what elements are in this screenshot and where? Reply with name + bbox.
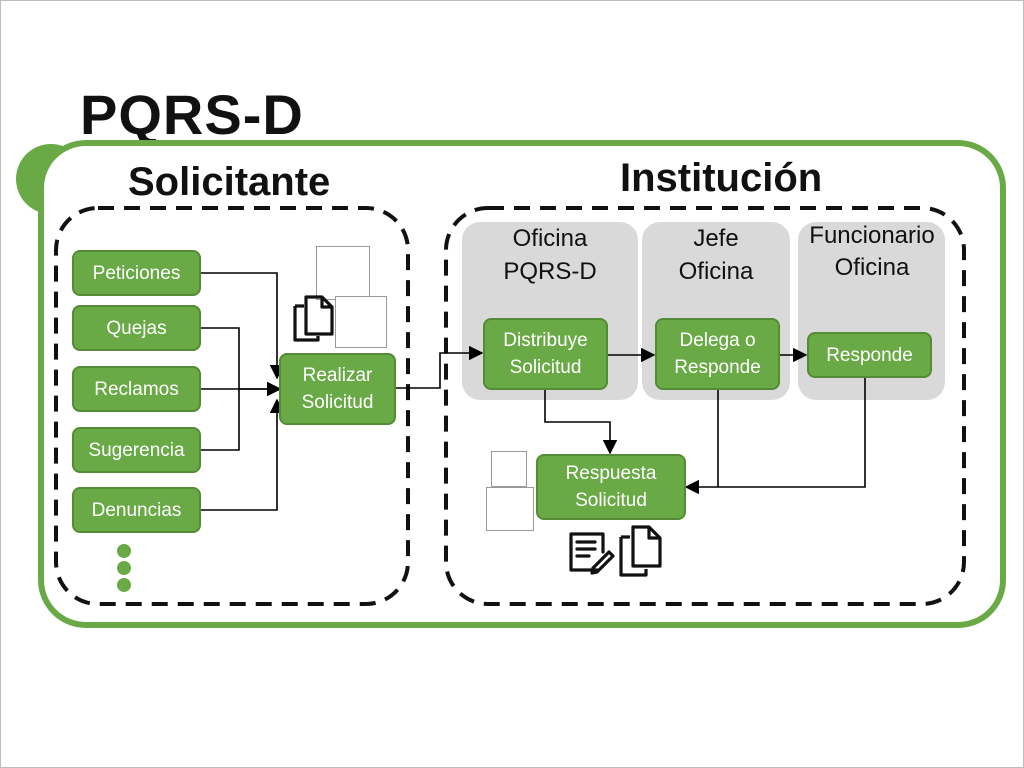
connector-peticiones: [200, 272, 285, 380]
node-quejas: Quejas: [72, 305, 201, 351]
node-denuncias: Denuncias: [72, 487, 201, 533]
connector-quejas: [200, 327, 282, 397]
solicitante-group-border: [54, 206, 410, 606]
connector-distribuye-respuesta: [544, 390, 618, 455]
column-heading-jefe-line2: Oficina: [678, 258, 754, 285]
node-delega-line2: Responde: [674, 357, 761, 378]
document-thumbnail: [486, 487, 534, 531]
column-heading-jefe: Jefe Oficina: [642, 222, 790, 288]
connector-denuncias: [200, 398, 285, 511]
node-delega-responde: Delega o Responde: [655, 318, 780, 390]
connector-responde-respuesta: [684, 378, 866, 495]
node-delega-line1: Delega o: [679, 330, 756, 351]
more-types-dot-3: [117, 578, 131, 592]
column-heading-oficina-line2: PQRS-D: [503, 258, 597, 285]
document-thumbnail: [491, 451, 527, 487]
solicitante-title: Solicitante: [128, 160, 331, 204]
node-respuesta-line2: Solicitud: [575, 490, 647, 511]
document-thumbnail: [335, 296, 387, 348]
documents-icon: [292, 294, 336, 342]
node-distribuye-solicitud: Distribuye Solicitud: [483, 318, 608, 390]
connector-realizar-distribuye: [395, 345, 484, 389]
column-heading-jefe-line1: Jefe: [693, 225, 739, 252]
column-heading-funcionario-line2: Oficina: [834, 254, 910, 281]
node-peticiones: Peticiones: [72, 250, 201, 296]
node-respuesta-line1: Respuesta: [565, 463, 657, 484]
node-distribuye-line2: Solicitud: [509, 357, 582, 378]
document-thumbnail: [316, 246, 370, 300]
more-types-dot-2: [117, 561, 131, 575]
column-heading-oficina-line1: Oficina: [512, 225, 588, 252]
node-realizar-solicitud: Realizar Solicitud: [279, 353, 396, 425]
institucion-title: Institución: [620, 156, 823, 200]
more-types-dot-1: [117, 544, 131, 558]
node-sugerencia: Sugerencia: [72, 427, 201, 473]
node-responde: Responde: [807, 332, 932, 378]
column-heading-funcionario-line1: Funcionario: [809, 222, 935, 249]
institucion-group-border: [444, 206, 966, 606]
column-heading-funcionario: Funcionario Oficina: [796, 220, 948, 284]
node-distribuye-line1: Distribuye: [503, 330, 588, 351]
node-realizar-line2: Solicitud: [301, 392, 374, 413]
column-heading-oficina: Oficina PQRS-D: [462, 222, 638, 288]
documents-icon: [618, 524, 664, 578]
node-respuesta-solicitud: Respuesta Solicitud: [536, 454, 686, 520]
node-realizar-line1: Realizar: [302, 365, 373, 386]
connector-sugerencia: [200, 389, 240, 451]
node-reclamos: Reclamos: [72, 366, 201, 412]
edit-document-icon: [567, 530, 617, 578]
page-title: PQRS-D: [80, 83, 304, 146]
